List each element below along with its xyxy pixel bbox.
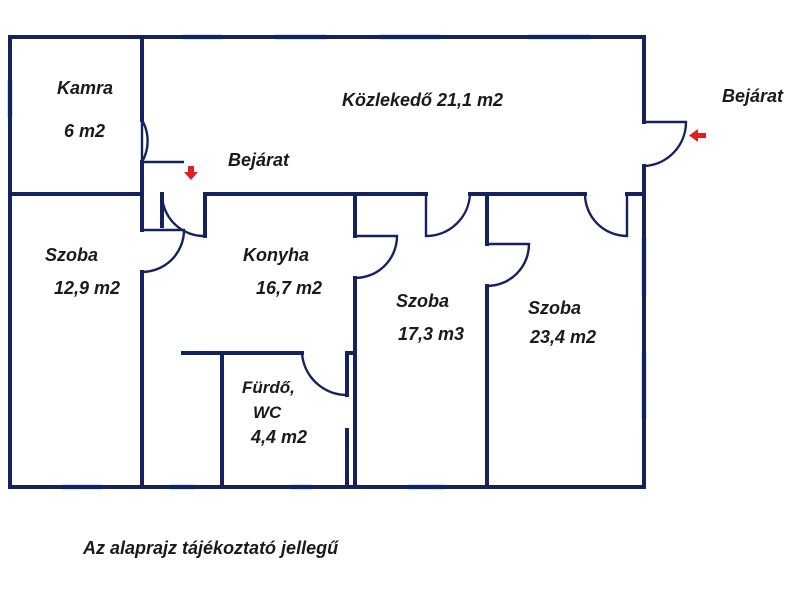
kamra-name: Kamra — [57, 78, 113, 98]
konyha-area: 16,7 m2 — [256, 278, 322, 298]
entrance-inner-label: Bejárat — [228, 150, 290, 170]
szoba-1-name: Szoba — [45, 245, 98, 265]
szoba-3-area: 23,4 m2 — [529, 327, 596, 347]
konyha-name: Konyha — [243, 245, 309, 265]
windows — [7, 34, 647, 490]
room-labels: Kamra 6 m2 Közlekedő 21,1 m2 Szoba 12,9 … — [45, 78, 784, 447]
szoba-2-name: Szoba — [396, 291, 449, 311]
szoba-3-name: Szoba — [528, 298, 581, 318]
doors — [140, 115, 688, 397]
furdo-area: 4,4 m2 — [250, 427, 307, 447]
entrance-outer-label: Bejárat — [722, 86, 784, 106]
walls — [8, 35, 646, 489]
kozlekedo-label: Közlekedő 21,1 m2 — [342, 90, 503, 110]
disclaimer-note: Az alaprajz tájékoztató jellegű — [83, 538, 339, 558]
kamra-area: 6 m2 — [64, 121, 105, 141]
entrance-arrow-down-icon — [184, 166, 198, 180]
szoba-1-area: 12,9 m2 — [54, 278, 120, 298]
furdo-name-line1: Fürdő, — [242, 378, 295, 397]
szoba-2-area: 17,3 m3 — [398, 324, 464, 344]
entrance-arrows — [184, 129, 706, 180]
furdo-name-line2: WC — [253, 403, 282, 422]
entrance-arrow-left-icon — [689, 129, 706, 142]
